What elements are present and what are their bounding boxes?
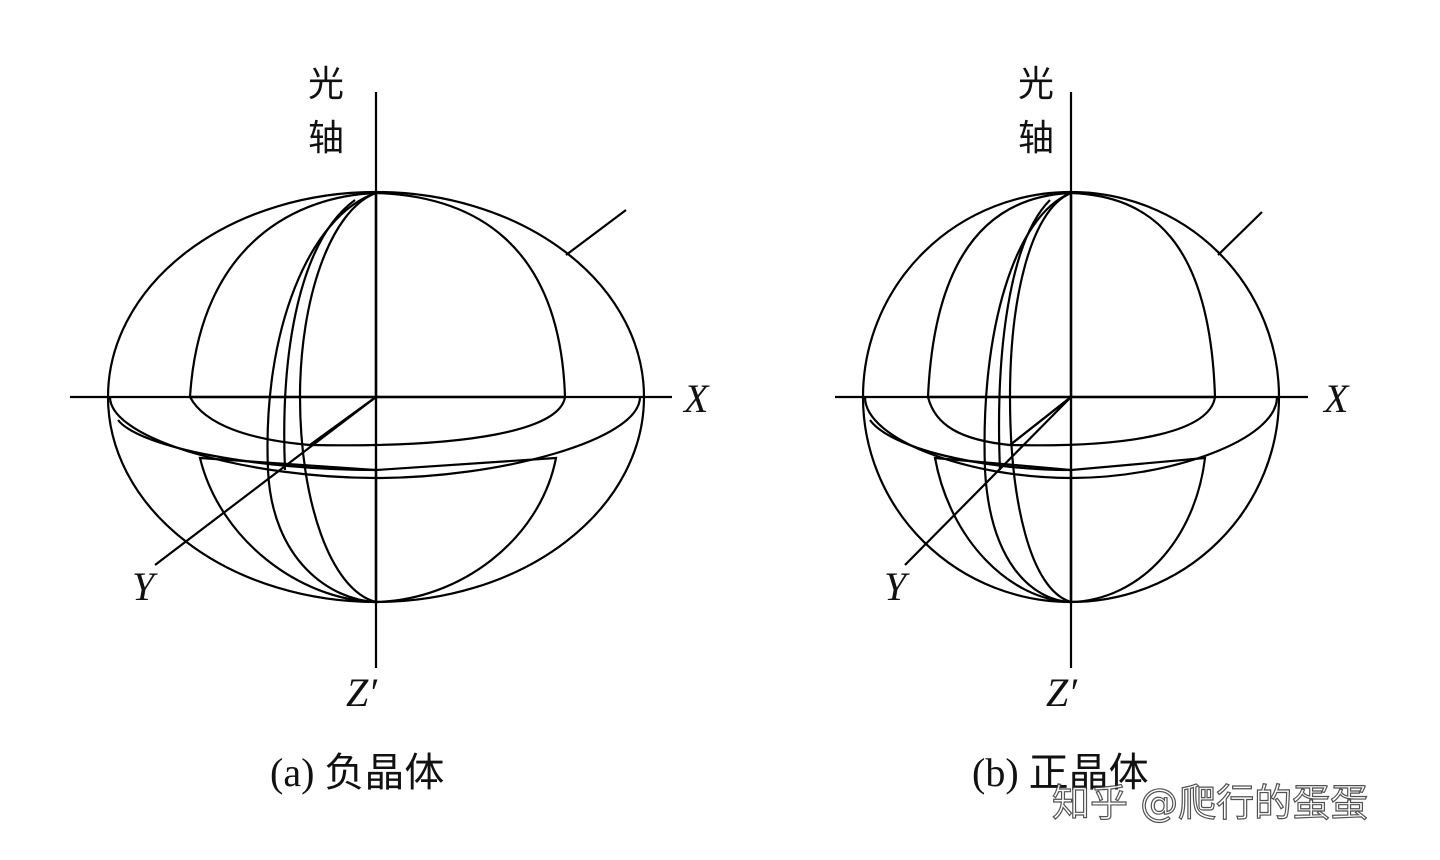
equator-ring-inner [117,419,377,472]
z-axis-label: Z′ [1046,670,1078,715]
caption-b: (b) 正晶体 [972,750,1149,795]
upper-left-hatch [188,191,378,399]
meridian-ring-inner [283,199,356,471]
x-axis-label: X [1322,376,1350,421]
upper-right-hatch [1069,191,1217,399]
equator-ring-inner [869,419,1072,472]
lower-right-hatch [1069,456,1207,604]
axes-a [70,92,672,668]
upper-right-hatch [374,191,567,399]
panel-a: 光 轴 X Y Z′ (a) 负晶体 [70,64,710,795]
y-axis-label: Y [884,564,910,609]
x-axis-label: X [682,376,710,421]
optic-axis-label-line2: 轴 [1018,118,1054,159]
panel-b: 光 轴 X Y Z′ (b) 正晶体 [835,64,1350,795]
optic-axis-label-line1: 光 [1018,64,1054,105]
y-axis-label: Y [132,564,158,609]
y-axis-line [904,396,1072,566]
equatorial-right [1006,395,1217,447]
optic-axis-label-line1: 光 [308,64,344,105]
upper-left-hatch [926,191,1073,399]
z-axis-label: Z′ [346,670,378,715]
lower-right-hatch [374,456,558,604]
lower-left-hatch [198,456,378,604]
axes-b [835,92,1308,668]
watermark: 知乎 @爬行的蛋蛋 [1052,781,1368,825]
pointer-line [1217,211,1263,256]
equatorial-right [306,395,567,447]
y-axis-line [154,396,377,566]
equatorial-left [188,395,380,447]
caption-a: (a) 负晶体 [270,750,444,795]
pointer-line [565,209,627,256]
lower-left-hatch [933,456,1073,604]
optic-axis-label-line2: 轴 [308,118,344,159]
meridian-ring-inner [997,199,1051,471]
